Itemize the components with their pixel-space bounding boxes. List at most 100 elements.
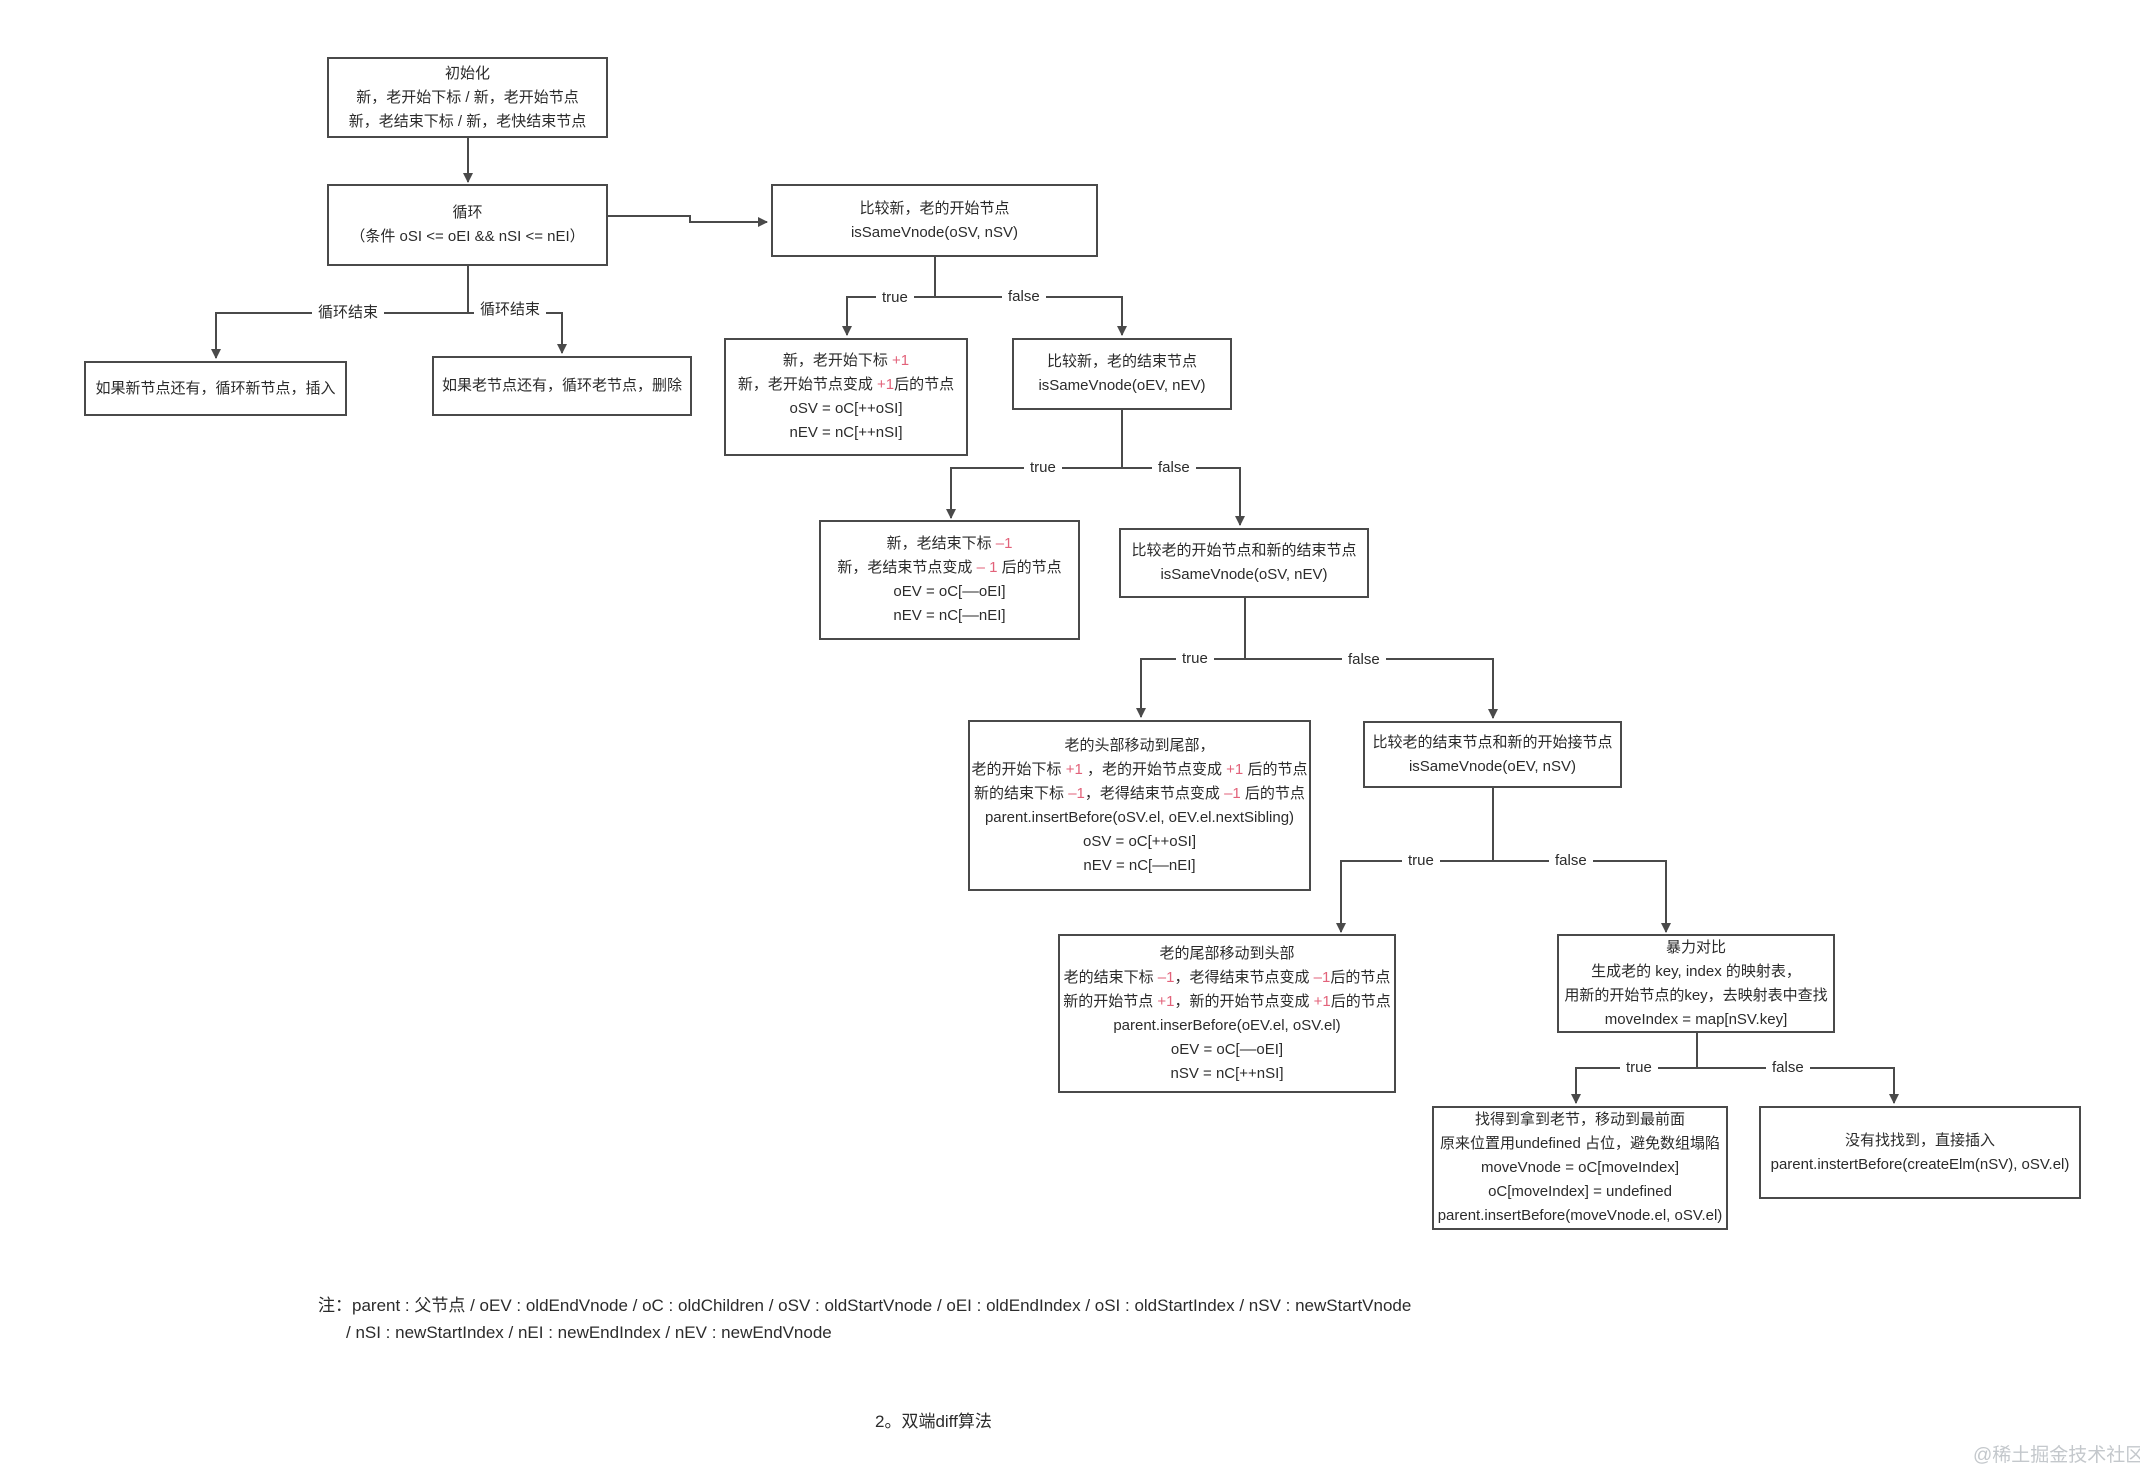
new-remaining-box: 如果新节点还有，循环新节点，插入 [84,361,347,416]
node-text-line: parent.instertBefore(createElm(nSV), oSV… [1771,1153,2070,1177]
node-text: isSameVnode(oSV, nEV) [1160,566,1328,583]
node-text: 新，老结束下标 / 新，老快结束节点 [348,112,587,130]
node-text-line: 新，老开始节点变成 +1后的节点 [738,373,954,397]
old-remaining-box: 如果老节点还有，循环老节点，删除 [432,356,692,416]
node-text-line: 新，老结束节点变成 – 1 后的节点 [837,556,1061,580]
node-text-line: 老的结束下标 –1，老得结束节点变成 –1后的节点 [1064,966,1391,990]
node-text-line: 比较老的开始节点和新的结束节点 [1131,539,1356,563]
node-text-line: oC[moveIndex] = undefined [1488,1180,1672,1204]
loop-box: 循环 （条件 oSI <= oEI && nSI <= nEI） [327,184,608,266]
highlight-text: –1 [995,535,1013,552]
node-text: nSV = nC[++nSI] [1170,1064,1284,1082]
node-text: nEV = nC[++nSI] [789,424,903,441]
node-text: 初始化 [444,64,490,82]
node-text: 找得到拿到老节，移动到最前面 [1474,1111,1685,1128]
node-text: isSameVnode(oEV, nEV) [1038,377,1206,394]
node-text-line: oEV = oC[––oEI] [1171,1038,1283,1062]
node-text: 没有找找到，直接插入 [1844,1131,1995,1149]
node-text-line: isSameVnode(oSV, nSV) [851,221,1018,245]
edge-label-false-3: false [1342,651,1386,669]
node-text-line: parent.insertBefore(oSV.el, oEV.el.nextS… [985,806,1294,830]
node-text: oC[moveIndex] = undefined [1488,1183,1672,1200]
highlight-text: +1 [1157,992,1175,1010]
edge-loop-end-right [468,312,567,354]
node-text-line: parent.inserBefore(oEV.el, oSV.el) [1113,1014,1340,1038]
edge-label-false-5: false [1766,1059,1810,1077]
node-text-line: 比较老的结束节点和新的开始接节点 [1372,731,1612,755]
node-text: 老的尾部移动到头部 [1159,944,1295,962]
edge-brute-false [1697,1067,1899,1104]
node-text-line: 初始化 [445,62,490,86]
node-text: 新，老开始下标 [782,352,893,369]
node-text-line: parent.insertBefore(moveVnode.el, oSV.el… [1438,1204,1723,1228]
node-text-line: isSameVnode(oEV, nSV) [1409,755,1576,779]
node-text-line: 新，老开始下标 / 新，老开始节点 [356,86,579,110]
node-text-line: 新的开始节点 +1，新的开始节点变成 +1后的节点 [1063,990,1391,1014]
node-text: oEV = oC[––oEI] [893,583,1006,600]
edge-loop-cmp-start [607,215,768,227]
edge-cmp-oe-ns-false [1493,860,1671,933]
node-text: 老的头部移动到尾部， [1064,736,1215,754]
highlight-text: +1 [1065,760,1083,778]
node-text-line: 暴力对比 [1666,936,1726,960]
compare-oldend-newstart-box: 比较老的结束节点和新的开始接节点 isSameVnode(oEV, nSV) [1363,721,1622,788]
node-text: isSameVnode(oEV, nSV) [1408,757,1577,775]
node-text-line: 循环 [452,201,482,225]
node-text: 新的开始节点 [1063,992,1158,1010]
node-text: parent.insertBefore(moveVnode.el, oSV.el… [1437,1207,1723,1224]
node-text-line: 老的尾部移动到头部 [1159,942,1294,966]
node-text: ，新的开始节点变成 [1174,992,1314,1010]
init-box: 初始化新，老开始下标 / 新，老开始节点新，老结束下标 / 新，老快结束节点 [327,57,608,138]
node-text-line: 原来位置用undefined 占位，避免数组塌陷 [1440,1132,1720,1156]
highlight-text: +1 [877,376,895,393]
node-text-line: 如果老节点还有，循环老节点，删除 [442,374,682,398]
watermark: @稀土掘金技术社区 [1973,1445,2140,1466]
node-text: nEV = nC[––nEI] [1083,856,1196,874]
edge-label-false-2: false [1152,459,1196,477]
node-text-line: 用新的开始节点的key，去映射表中查找 [1564,984,1827,1008]
node-text-line: nEV = nC[++nSI] [790,421,903,445]
edge-label-true-1: true [876,289,914,307]
node-text: 原来位置用undefined 占位，避免数组塌陷 [1439,1135,1721,1152]
node-text: 新的结束下标 [974,784,1069,802]
node-text-line: moveVnode = oC[moveIndex] [1481,1156,1679,1180]
edge-label-loop-end-right: 循环结束 [474,301,547,319]
node-text-line: moveIndex = map[nSV.key] [1605,1008,1787,1032]
node-text: 比较新，老的开始节点 [859,199,1010,217]
node-text: 生成老的 key, index 的映射表， [1591,962,1801,980]
brute-force-box: 暴力对比生成老的 key, index 的映射表， 用新的开始节点的key，去映射… [1557,934,1835,1033]
node-text: （条件 oSI <= oEI && nSI <= nEI） [350,228,585,245]
edge-label-false-1: false [1002,288,1046,306]
node-text: 老的开始下标 [971,760,1066,778]
node-text: parent.insertBefore(oSV.el, oEV.el.nextS… [984,808,1295,826]
edge-cmp-os-ne-false [1245,658,1498,719]
node-text-line: （条件 oSI <= oEI && nSI <= nEI） [350,225,584,249]
node-text-line: 新，老结束下标 –1 [887,532,1013,556]
node-text: moveVnode = oC[moveIndex] [1480,1159,1680,1176]
node-text: ，老得结束节点变成 [1084,784,1225,802]
node-text: 后的节点 [1240,784,1305,802]
node-text: 用新的开始节点的key，去映射表中查找 [1564,986,1828,1004]
tail-to-head-box: 老的尾部移动到头部老的结束下标 –1，老得结束节点变成 –1后的节点新的开始节点… [1058,934,1396,1093]
node-text-line: nSV = nC[++nSI] [1171,1062,1284,1086]
edge-cmp-start-false [935,296,1127,336]
node-text: 后的节点 [894,376,955,393]
node-text: ，老的开始节点变成 [1082,760,1227,778]
node-text-line: 没有找找到，直接插入 [1845,1129,1995,1153]
node-text: 如果老节点还有，循环老节点，删除 [441,377,682,394]
node-text-line: 新的结束下标 –1，老得结束节点变成 –1 后的节点 [974,782,1305,806]
node-text-line: oSV = oC[++oSI] [790,397,903,421]
highlight-text: +1 [1313,992,1331,1010]
node-text-line: 找得到拿到老节，移动到最前面 [1475,1108,1685,1132]
edge-label-true-4: true [1402,852,1440,870]
node-text-line: nEV = nC[––nEI] [1083,854,1195,878]
node-text: 新，老开始下标 / 新，老开始节点 [356,88,579,106]
node-text-line: 老的头部移动到尾部， [1064,734,1214,758]
edge-label-loop-end-left: 循环结束 [312,304,385,322]
node-text: parent.inserBefore(oEV.el, oSV.el) [1113,1016,1341,1034]
node-text: 新，老开始节点变成 [737,376,878,393]
node-text-line: isSameVnode(oEV, nEV) [1038,374,1205,398]
node-text-line: 如果新节点还有，循环新节点，插入 [95,377,335,401]
